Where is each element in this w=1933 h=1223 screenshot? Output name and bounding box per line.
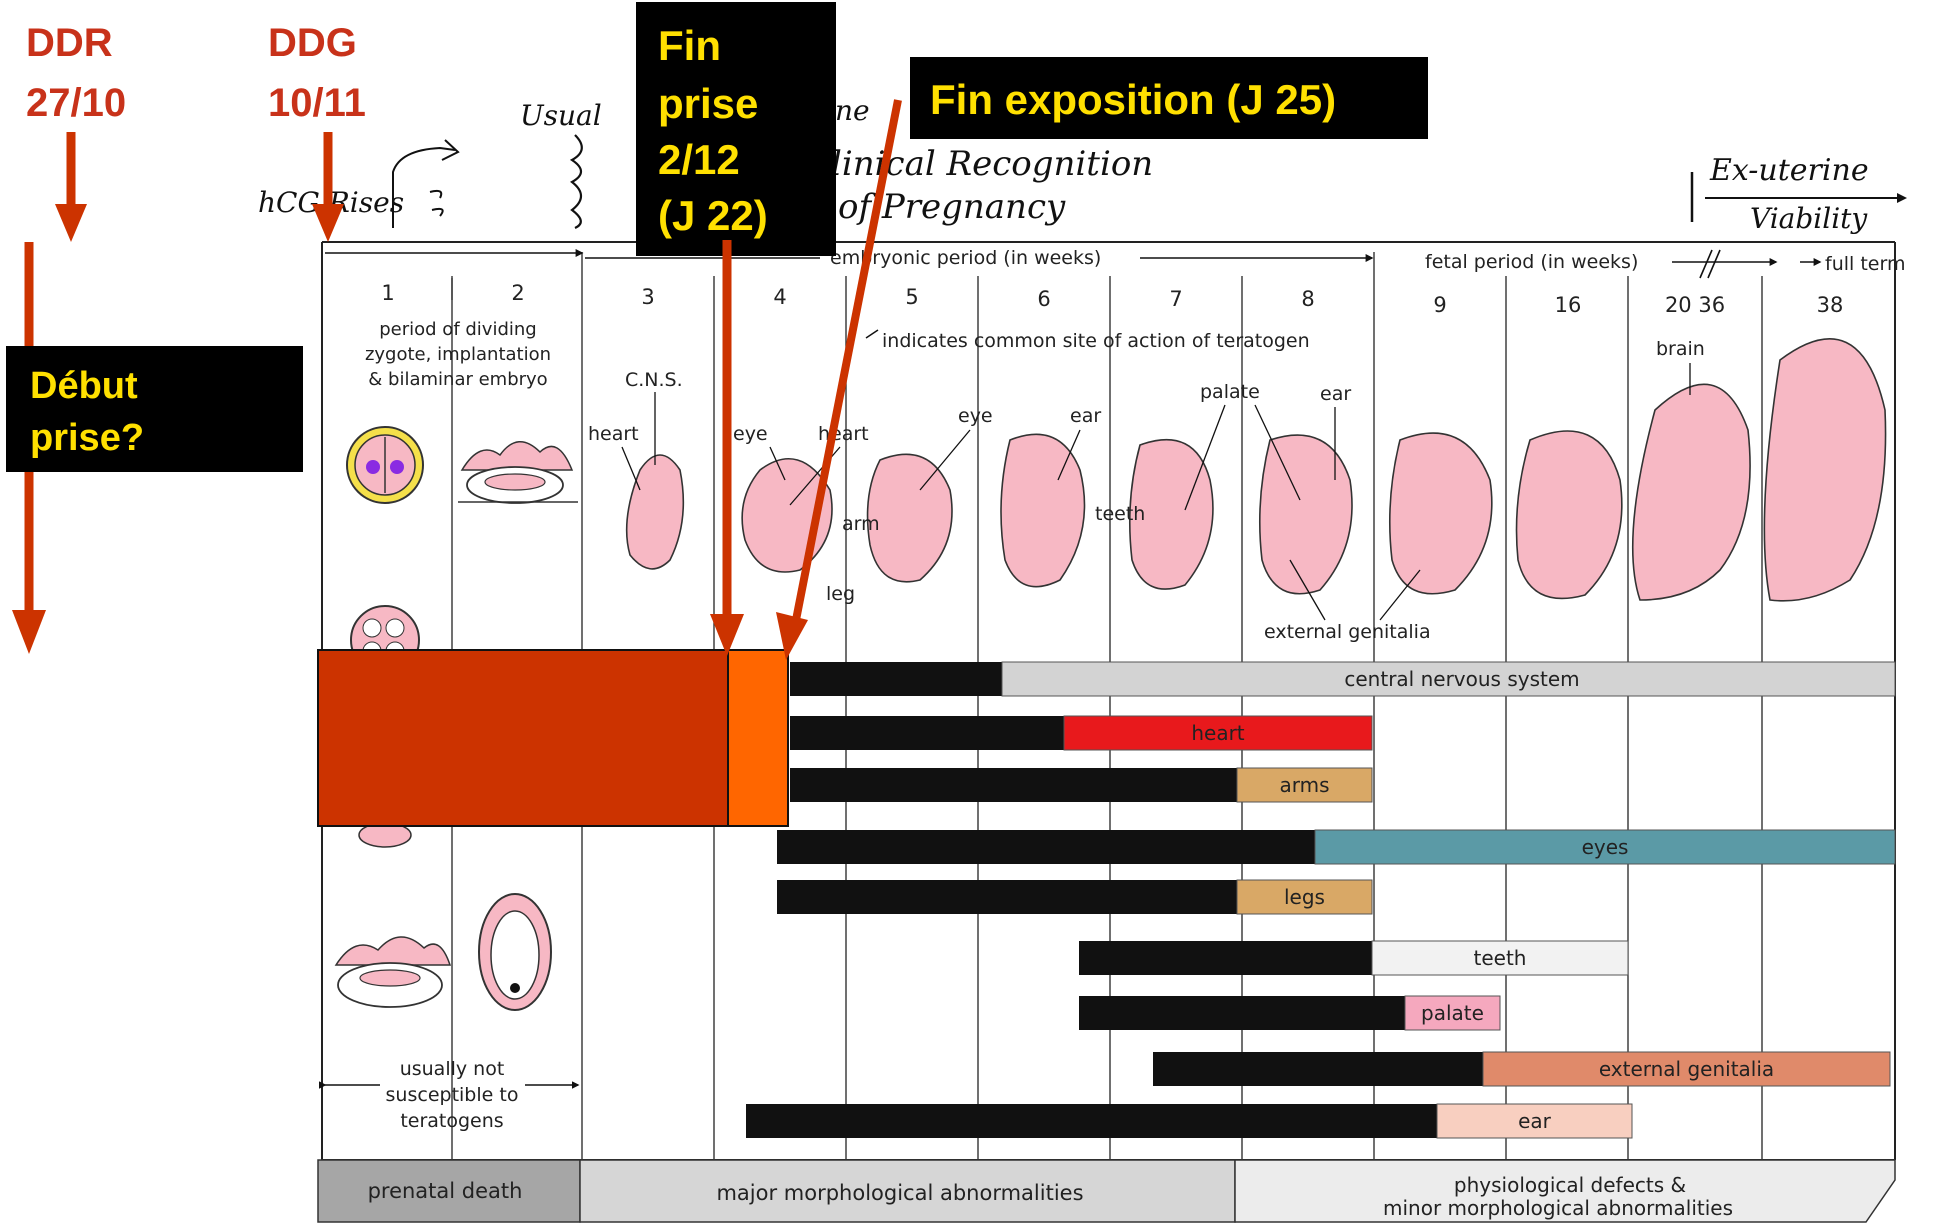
leg-label: leg xyxy=(826,583,855,605)
svg-text:period of dividing: period of dividing xyxy=(379,319,536,340)
down-arrow-icon xyxy=(12,610,46,654)
prise-label: prise? xyxy=(30,417,144,459)
implantation-icon xyxy=(458,442,578,503)
fin-prise-callout: Fin prise 2/12 (J 22) xyxy=(636,2,836,256)
critical-period-bar xyxy=(777,830,1315,864)
week-number: 7 xyxy=(1169,287,1182,311)
svg-text:(J 22): (J 22) xyxy=(658,192,768,239)
chorionic-sac-icon xyxy=(479,894,551,1010)
exposure-extension-block xyxy=(728,650,788,826)
viability-label: Viability xyxy=(1750,202,1868,235)
critical-period-bar xyxy=(1153,1052,1483,1086)
minor-abnormalities-label-1: physiological defects & xyxy=(1454,1173,1686,1197)
svg-text:prise: prise xyxy=(658,80,758,127)
svg-text:& bilaminar embryo: & bilaminar embryo xyxy=(368,369,547,390)
organ-label: eyes xyxy=(1582,835,1629,859)
critical-period-bar xyxy=(790,716,1064,750)
heart-label: heart xyxy=(588,423,639,445)
ddr-annotation: DDR 27/10 xyxy=(26,21,126,242)
svg-text:Fin exposition (J 25): Fin exposition (J 25) xyxy=(930,76,1336,123)
critical-period-bar xyxy=(790,768,1237,802)
week-number: 38 xyxy=(1817,293,1844,317)
not-susceptible-note: usually not susceptible to teratogens xyxy=(386,1058,519,1132)
ear-label: ear xyxy=(1320,383,1351,405)
svg-text:teratogens: teratogens xyxy=(400,1110,503,1132)
week-number: 20 36 xyxy=(1665,293,1725,317)
organ-label: ear xyxy=(1518,1109,1552,1133)
week-number: 3 xyxy=(641,285,654,309)
debut-label: Début xyxy=(30,365,138,407)
bilaminar-disc-icon xyxy=(336,937,450,1007)
week-number: 16 xyxy=(1555,293,1582,317)
ex-uterine-label: Ex-uterine xyxy=(1709,153,1869,188)
palate-label: palate xyxy=(1200,381,1260,403)
organ-label: arms xyxy=(1279,773,1329,797)
organ-label: teeth xyxy=(1474,946,1527,970)
svg-text:zygote, implantation: zygote, implantation xyxy=(365,344,551,365)
ddr-date: 27/10 xyxy=(26,81,126,125)
week-number: 8 xyxy=(1301,287,1314,311)
organ-susceptibility-bars: central nervous system heart arms eyes legs t… xyxy=(746,662,1895,1138)
debut-prise-callout: Début prise? xyxy=(6,346,303,472)
critical-period-bar xyxy=(777,880,1237,914)
svg-text:2/12: 2/12 xyxy=(658,136,740,183)
organ-label: heart xyxy=(1191,721,1244,745)
svg-text:Fin: Fin xyxy=(658,22,721,69)
week-number: 1 xyxy=(381,281,394,305)
critical-period-bar xyxy=(746,1104,1437,1138)
week-number: 2 xyxy=(511,281,524,305)
ddg-date: 10/11 xyxy=(268,81,366,125)
week-numbers: 1 2 3 4 5 6 7 8 9 16 20 36 38 xyxy=(381,281,1843,317)
svg-text:susceptible to: susceptible to xyxy=(386,1084,519,1106)
outcome-bar: prenatal death major morphological abnor… xyxy=(318,1160,1895,1222)
week-number: 4 xyxy=(773,285,786,309)
ddr-title: DDR xyxy=(26,21,113,65)
week-number: 5 xyxy=(905,285,918,309)
heart-label: heart xyxy=(818,423,869,445)
fin-exposition-callout: Fin exposition (J 25) xyxy=(910,57,1428,139)
critical-period-bar xyxy=(790,662,1002,696)
usual-label: Usual xyxy=(520,99,602,132)
major-abnormalities-label: major morphological abnormalities xyxy=(716,1181,1083,1205)
exposure-period-block xyxy=(318,650,728,826)
ear-label: ear xyxy=(1070,405,1101,427)
arm-label: arm xyxy=(842,513,880,535)
ddr-arrow-icon xyxy=(55,204,87,242)
cns-label: C.N.S. xyxy=(625,369,683,391)
eye-label: eye xyxy=(733,423,768,445)
organ-label: central nervous system xyxy=(1344,667,1579,691)
fetal-period-label: fetal period (in weeks) xyxy=(1425,251,1638,273)
week-number: 6 xyxy=(1037,287,1050,311)
critical-period-bar xyxy=(1079,941,1372,975)
prenatal-death-label: prenatal death xyxy=(368,1179,523,1203)
eye-label: eye xyxy=(958,405,993,427)
organ-label: palate xyxy=(1421,1001,1484,1025)
critical-period-bar xyxy=(1079,996,1405,1030)
organ-label: legs xyxy=(1284,885,1325,909)
full-term-label: full term xyxy=(1825,253,1905,275)
brain-label: brain xyxy=(1656,338,1705,360)
zygote-icon xyxy=(347,427,423,503)
period-of-dividing-label: period of dividing zygote, implantation … xyxy=(365,319,551,390)
external-genitalia-label: external genitalia xyxy=(1264,621,1431,643)
ddg-title: DDG xyxy=(268,21,357,65)
squiggle-icon xyxy=(572,135,582,228)
ddg-arrow-icon xyxy=(312,204,344,242)
week-number: 9 xyxy=(1433,293,1446,317)
minor-abnormalities-label-2: minor morphological abnormalities xyxy=(1383,1196,1733,1220)
usual-suffix-label: ne xyxy=(835,94,870,127)
teeth-label: teeth xyxy=(1095,503,1145,525)
organ-label: external genitalia xyxy=(1599,1057,1774,1081)
teratogen-site-label: indicates common site of action of terat… xyxy=(882,330,1310,352)
svg-text:usually not: usually not xyxy=(400,1058,505,1080)
clinical-recognition-label: Clinical Recognition xyxy=(805,144,1153,184)
